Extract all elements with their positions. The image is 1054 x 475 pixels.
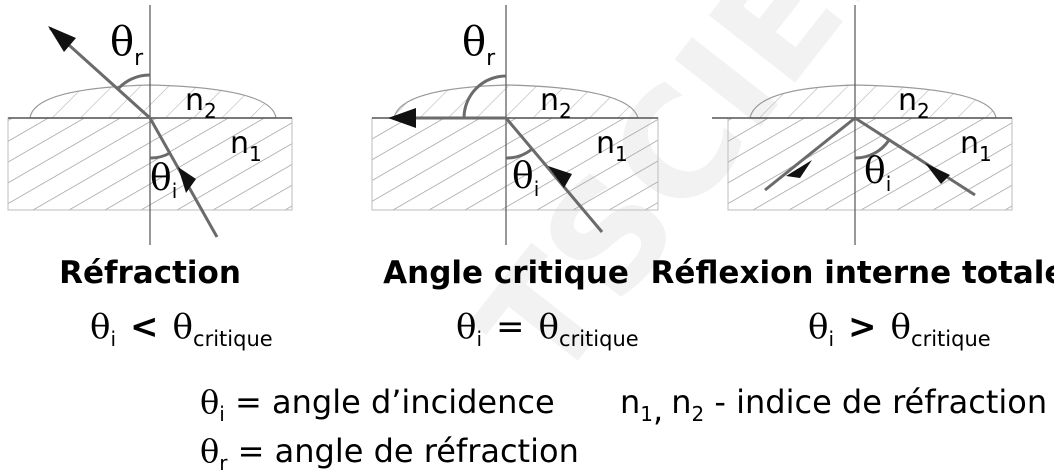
sub-r: r: [486, 46, 496, 71]
svg-text:n2: n2: [185, 83, 217, 123]
arrow-icon: [178, 167, 196, 193]
sub-i: i: [476, 327, 482, 351]
operator-eq: =: [496, 307, 525, 347]
legend-theta-r-text: = angle de réfraction: [228, 432, 579, 470]
legend-n: n1,n2 - indice de réfraction: [620, 383, 1047, 429]
sub-i: i: [219, 402, 225, 426]
svg-text:n1: n1: [596, 126, 628, 166]
condition-critical: θi=θcritique: [456, 307, 639, 351]
svg-text:θr: θr: [462, 19, 496, 71]
comma: ,: [653, 391, 663, 429]
drop-n2: [29, 84, 277, 119]
theta-r-label: θ: [110, 19, 134, 65]
svg-text:n2: n2: [540, 83, 572, 123]
legend-theta-r: θr = angle de réfraction: [200, 432, 579, 475]
svg-text:n1: n1: [230, 126, 262, 166]
legend-theta-i: θi = angle d’incidence: [200, 383, 555, 426]
svg-text:θr: θr: [110, 19, 144, 71]
legend-theta-i-text: = angle d’incidence: [225, 383, 555, 421]
title-refraction: Réfraction: [59, 255, 241, 291]
theta-i-symbol: θ: [90, 307, 110, 347]
svg-text:θi: θi: [150, 158, 177, 203]
theta-r-label: θ: [462, 19, 486, 65]
angle-arc-i: [854, 139, 891, 160]
theta-i-label: θ: [512, 156, 534, 197]
n2-label: n: [185, 83, 204, 118]
sub-2: 2: [691, 402, 704, 426]
angle-arc-r: [462, 74, 507, 119]
legend-n-text: - indice de réfraction: [704, 383, 1047, 421]
panel-refraction: θr n2 n1 θi: [7, 5, 293, 245]
n1-label: n: [596, 126, 615, 161]
sub-critique: critique: [193, 327, 273, 351]
sub-i: i: [172, 179, 178, 203]
n1-label: n: [960, 126, 979, 161]
theta-symbol: θ: [539, 307, 559, 347]
n2-label: n: [898, 83, 917, 118]
panel-total-internal-reflection: n2 n1 θi: [712, 5, 1013, 245]
sub-i: i: [828, 327, 834, 351]
sub-r: r: [134, 46, 144, 71]
title-critical-angle: Angle critique: [383, 255, 629, 291]
theta-symbol: θ: [173, 307, 193, 347]
operator-gt: >: [848, 307, 877, 347]
theta-i-symbol: θ: [456, 307, 476, 347]
sub-2: 2: [559, 99, 572, 123]
medium-n1-block: [371, 117, 659, 211]
sub-critique: critique: [911, 327, 991, 351]
angle-arc-i: [149, 151, 171, 160]
incident-ray: [854, 116, 976, 197]
sub-critique: critique: [559, 327, 639, 351]
drop-n2: [393, 84, 639, 119]
incident-ray: [504, 117, 604, 233]
angle-arc-r: [115, 73, 151, 92]
sub-1: 1: [249, 142, 262, 166]
sub-i: i: [886, 172, 892, 196]
operator-lt: <: [130, 307, 159, 347]
medium-n1-block: [727, 117, 1013, 211]
n2-label: n: [540, 83, 559, 118]
condition-tir: θi>θcritique: [808, 307, 991, 351]
sub-2: 2: [917, 99, 930, 123]
arrow-icon: [48, 26, 76, 52]
arrow-icon: [925, 163, 950, 184]
arrow-icon: [548, 166, 572, 188]
sub-1: 1: [979, 142, 992, 166]
theta-i-label: θ: [150, 158, 172, 199]
sub-1: 1: [640, 402, 653, 426]
theta-symbol: θ: [891, 307, 911, 347]
n2-symbol: n: [671, 383, 691, 421]
reflected-ray: [764, 116, 856, 192]
theta-i-label: θ: [864, 151, 886, 192]
n1-symbol: n: [620, 383, 640, 421]
theta-i-symbol: θ: [200, 383, 219, 421]
svg-text:n1: n1: [960, 126, 992, 166]
arrow-icon: [388, 108, 416, 128]
svg-text:θi: θi: [864, 151, 891, 196]
title-total-internal-reflection: Réflexion interne totale: [651, 255, 1054, 291]
n1-label: n: [230, 126, 249, 161]
condition-refraction: θi<θcritique: [90, 307, 273, 351]
sub-r: r: [219, 451, 228, 475]
sub-2: 2: [204, 99, 217, 123]
angle-arc-i: [505, 147, 533, 160]
svg-text:n2: n2: [898, 83, 930, 123]
arrow-icon: [786, 160, 812, 178]
sub-i: i: [110, 327, 116, 351]
theta-r-symbol: θ: [200, 432, 219, 470]
panel-critical-angle: θr n2 n1 θi: [371, 5, 659, 245]
svg-text:θi: θi: [512, 156, 539, 201]
sub-1: 1: [615, 142, 628, 166]
theta-i-symbol: θ: [808, 307, 828, 347]
sub-i: i: [534, 177, 540, 201]
